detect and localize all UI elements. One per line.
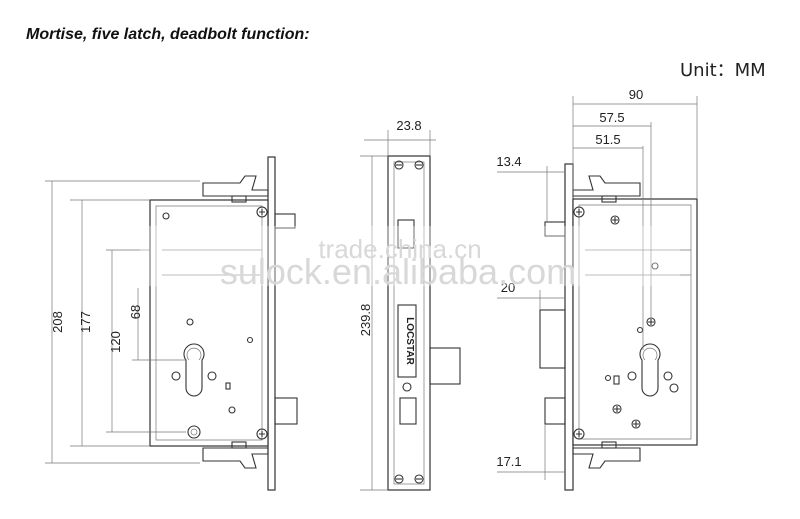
middle-faceplate — [387, 155, 431, 491]
dim-51-5: 51.5 — [595, 132, 620, 147]
right-screw-d — [631, 419, 641, 429]
left-lock-body — [149, 199, 269, 447]
left-lower-latch — [202, 447, 269, 469]
right-screw-a — [610, 215, 620, 225]
right-upper-latch — [572, 175, 641, 197]
right-cylinder-hole — [639, 343, 661, 397]
diagram-title: Mortise, five latch, deadbolt function: — [26, 26, 310, 43]
faceplate-brand: LOCSTAR — [404, 317, 415, 365]
watermark-line1: trade.china.cn — [318, 234, 481, 264]
left-upper-latch-stem — [231, 195, 247, 203]
dim-20: 20 — [501, 280, 515, 295]
middle-small-screw — [402, 382, 412, 392]
dim-90: 90 — [629, 87, 643, 102]
left-screw-mid4 — [246, 336, 254, 344]
middle-latch-window — [397, 219, 415, 249]
dim-120: 120 — [108, 331, 123, 353]
left-body-inner — [155, 205, 263, 441]
dim-17-1: 17.1 — [496, 454, 521, 469]
left-upper-latch — [202, 175, 269, 197]
unit-label: Unit：MM — [680, 60, 766, 81]
left-screw-top — [256, 206, 268, 218]
middle-screw-tl — [394, 160, 404, 170]
right-screw-top — [573, 206, 585, 218]
dim-13-4: 13.4 — [496, 154, 521, 169]
dim-57-5: 57.5 — [599, 110, 624, 125]
left-slot — [225, 382, 231, 390]
left-cylinder-hole — [183, 343, 205, 397]
middle-screw-br — [414, 474, 424, 484]
left-bottom-hole — [187, 425, 201, 439]
left-screw-mid2 — [186, 318, 194, 326]
right-deadbolt — [544, 397, 566, 425]
left-lower-latch-stem — [231, 441, 247, 449]
right-top-latch — [544, 221, 566, 237]
left-view: 208 177 120 68 — [45, 156, 298, 491]
right-latch-bolt — [539, 309, 566, 369]
left-screw-bottom — [256, 428, 268, 440]
right-faceplate — [564, 163, 574, 491]
middle-lower-window — [399, 397, 417, 425]
left-deadbolt — [274, 397, 298, 425]
left-hole-b — [207, 371, 217, 381]
middle-view: LOCSTAR 23.8 239.8 — [358, 118, 461, 491]
dim-23-8: 23.8 — [396, 118, 421, 133]
brand-label-frame — [397, 304, 417, 378]
right-screw-bottom — [573, 428, 585, 440]
right-lock-body — [572, 198, 698, 446]
dim-68: 68 — [128, 305, 143, 319]
watermark-line2: sulock.en.alibaba.com — [220, 251, 576, 292]
right-view: 90 57.5 51.5 13.4 20 17.1 — [496, 87, 698, 491]
middle-screw-tr — [414, 160, 424, 170]
left-hole-a — [171, 371, 181, 381]
right-lower-latch — [572, 447, 641, 469]
left-screw-mid3 — [228, 406, 236, 414]
right-screw-b — [646, 317, 656, 327]
left-cylinder-inner — [186, 347, 202, 361]
left-top-latch — [274, 213, 296, 229]
left-faceplate — [267, 156, 276, 491]
left-screw-mid1 — [162, 212, 170, 220]
dim-239-8: 239.8 — [358, 304, 373, 337]
dim-177: 177 — [78, 311, 93, 333]
middle-deadbolt — [429, 347, 461, 385]
right-body-inner — [578, 204, 692, 440]
middle-screw-bl — [394, 474, 404, 484]
right-screw-c — [612, 404, 622, 414]
dim-208: 208 — [50, 311, 65, 333]
